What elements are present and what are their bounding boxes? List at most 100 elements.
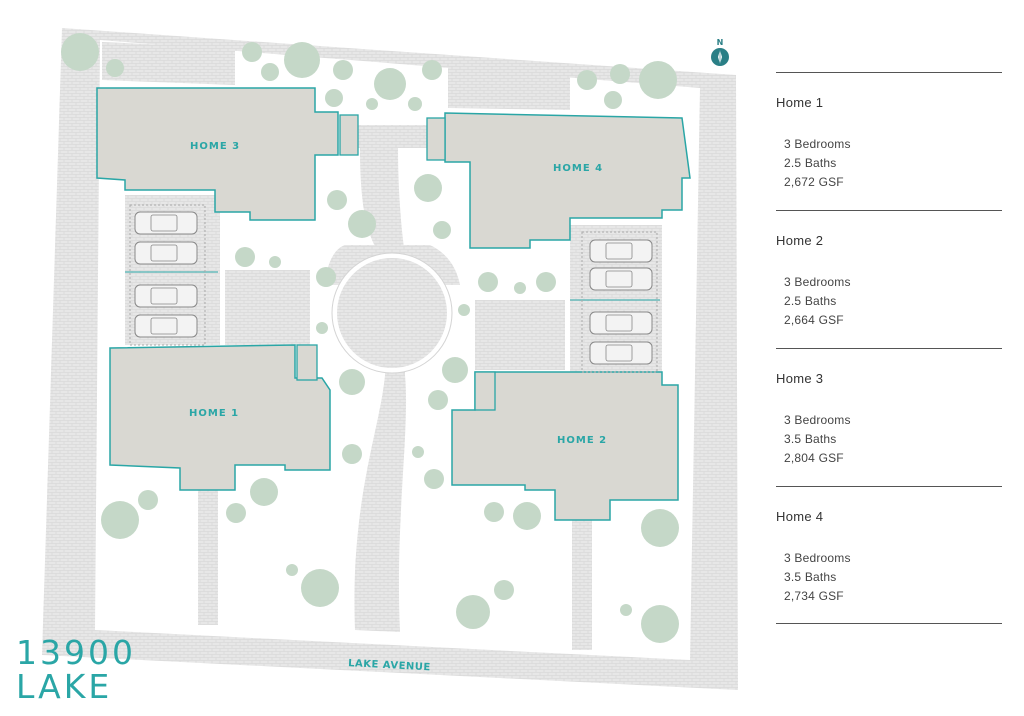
home-specs: 3 Bedrooms 3.5 Baths 2,804 GSF — [784, 411, 851, 468]
home-2-label: HOME 2 — [557, 435, 607, 446]
tree — [316, 267, 336, 287]
tree — [408, 97, 422, 111]
tree — [250, 478, 278, 506]
north-letter: N — [716, 38, 724, 47]
bedrooms: 3 Bedrooms — [784, 413, 851, 427]
tree — [235, 247, 255, 267]
baths: 3.5 Baths — [784, 432, 837, 446]
street-label: LAKE AVENUE — [348, 658, 431, 673]
tree — [620, 604, 632, 616]
car — [134, 211, 198, 235]
car — [589, 267, 653, 291]
north-lot-2 — [448, 57, 570, 110]
home-1-label: HOME 1 — [189, 408, 239, 419]
home-title: Home 2 — [776, 233, 824, 248]
tree — [138, 490, 158, 510]
home-3-porch — [339, 114, 359, 156]
east-parking — [570, 231, 660, 373]
baths: 2.5 Baths — [784, 294, 837, 308]
tree — [414, 174, 442, 202]
home-2-porch — [474, 371, 496, 411]
tree — [478, 272, 498, 292]
baths: 3.5 Baths — [784, 570, 837, 584]
tree — [604, 91, 622, 109]
home-4-porch — [426, 117, 446, 161]
tree — [514, 282, 526, 294]
home-title: Home 4 — [776, 509, 824, 524]
tree — [286, 564, 298, 576]
west-parking — [125, 204, 218, 346]
side-path-east — [572, 520, 592, 650]
car — [134, 241, 198, 265]
home-3-footprint — [96, 87, 339, 221]
home-info-2: Home 2 3 Bedrooms 2.5 Baths 2,664 GSF — [776, 210, 1002, 348]
tree — [342, 444, 362, 464]
tree — [316, 322, 328, 334]
home-specs: 3 Bedrooms 2.5 Baths 2,672 GSF — [784, 135, 851, 192]
cars — [134, 211, 653, 365]
tree — [339, 369, 365, 395]
car — [589, 239, 653, 263]
side-path-west — [198, 490, 218, 625]
home-specs: 3 Bedrooms 3.5 Baths 2,734 GSF — [784, 549, 851, 606]
bedrooms: 3 Bedrooms — [784, 137, 851, 151]
trees — [61, 33, 679, 643]
north-arrow-icon — [711, 48, 729, 66]
north-arrow: N — [709, 38, 731, 72]
project-title: 13900 LAKE — [16, 636, 136, 704]
home-3-label: HOME 3 — [190, 141, 240, 152]
tree — [226, 503, 246, 523]
home-info-4: Home 4 3 Bedrooms 3.5 Baths 2,734 GSF — [776, 486, 1002, 624]
tree — [513, 502, 541, 530]
north-walkway — [355, 125, 430, 148]
tree — [428, 390, 448, 410]
area: 2,804 GSF — [784, 451, 844, 465]
tree — [484, 502, 504, 522]
project-title-line-1: 13900 — [16, 633, 136, 672]
car — [134, 284, 198, 308]
tree — [424, 469, 444, 489]
tree — [333, 60, 353, 80]
home-4-label: HOME 4 — [553, 163, 603, 174]
tree — [610, 64, 630, 84]
tree — [269, 256, 281, 268]
tree — [366, 98, 378, 110]
car — [589, 341, 653, 365]
west-walk — [225, 270, 310, 345]
north-lot-1 — [102, 42, 235, 85]
tree — [442, 357, 468, 383]
tree — [61, 33, 99, 71]
bedrooms: 3 Bedrooms — [784, 551, 851, 565]
area: 2,734 GSF — [784, 589, 844, 603]
tree — [242, 42, 262, 62]
east-walk — [475, 300, 565, 370]
tree — [494, 580, 514, 600]
tree — [639, 61, 677, 99]
home-specs: 3 Bedrooms 2.5 Baths 2,664 GSF — [784, 273, 851, 330]
tree — [101, 501, 139, 539]
tree — [327, 190, 347, 210]
home-title: Home 3 — [776, 371, 824, 386]
tree — [106, 59, 124, 77]
home-info-3: Home 3 3 Bedrooms 3.5 Baths 2,804 GSF — [776, 348, 1002, 486]
tree — [458, 304, 470, 316]
home-4-footprint — [444, 112, 691, 249]
tree — [325, 89, 343, 107]
bedrooms: 3 Bedrooms — [784, 275, 851, 289]
project-title-line-2: LAKE — [16, 667, 113, 706]
home-1-porch — [296, 344, 318, 381]
car — [589, 311, 653, 335]
area: 2,664 GSF — [784, 313, 844, 327]
home-title: Home 1 — [776, 95, 824, 110]
tree — [422, 60, 442, 80]
home-2-footprint — [451, 371, 679, 521]
tree — [374, 68, 406, 100]
cul-de-sac — [337, 258, 447, 368]
car — [134, 314, 198, 338]
baths: 2.5 Baths — [784, 156, 837, 170]
area: 2,672 GSF — [784, 175, 844, 189]
home-legend: Home 1 3 Bedrooms 2.5 Baths 2,672 GSF Ho… — [776, 72, 1002, 624]
tree — [284, 42, 320, 78]
home-info-1: Home 1 3 Bedrooms 2.5 Baths 2,672 GSF — [776, 72, 1002, 210]
tree — [641, 605, 679, 643]
